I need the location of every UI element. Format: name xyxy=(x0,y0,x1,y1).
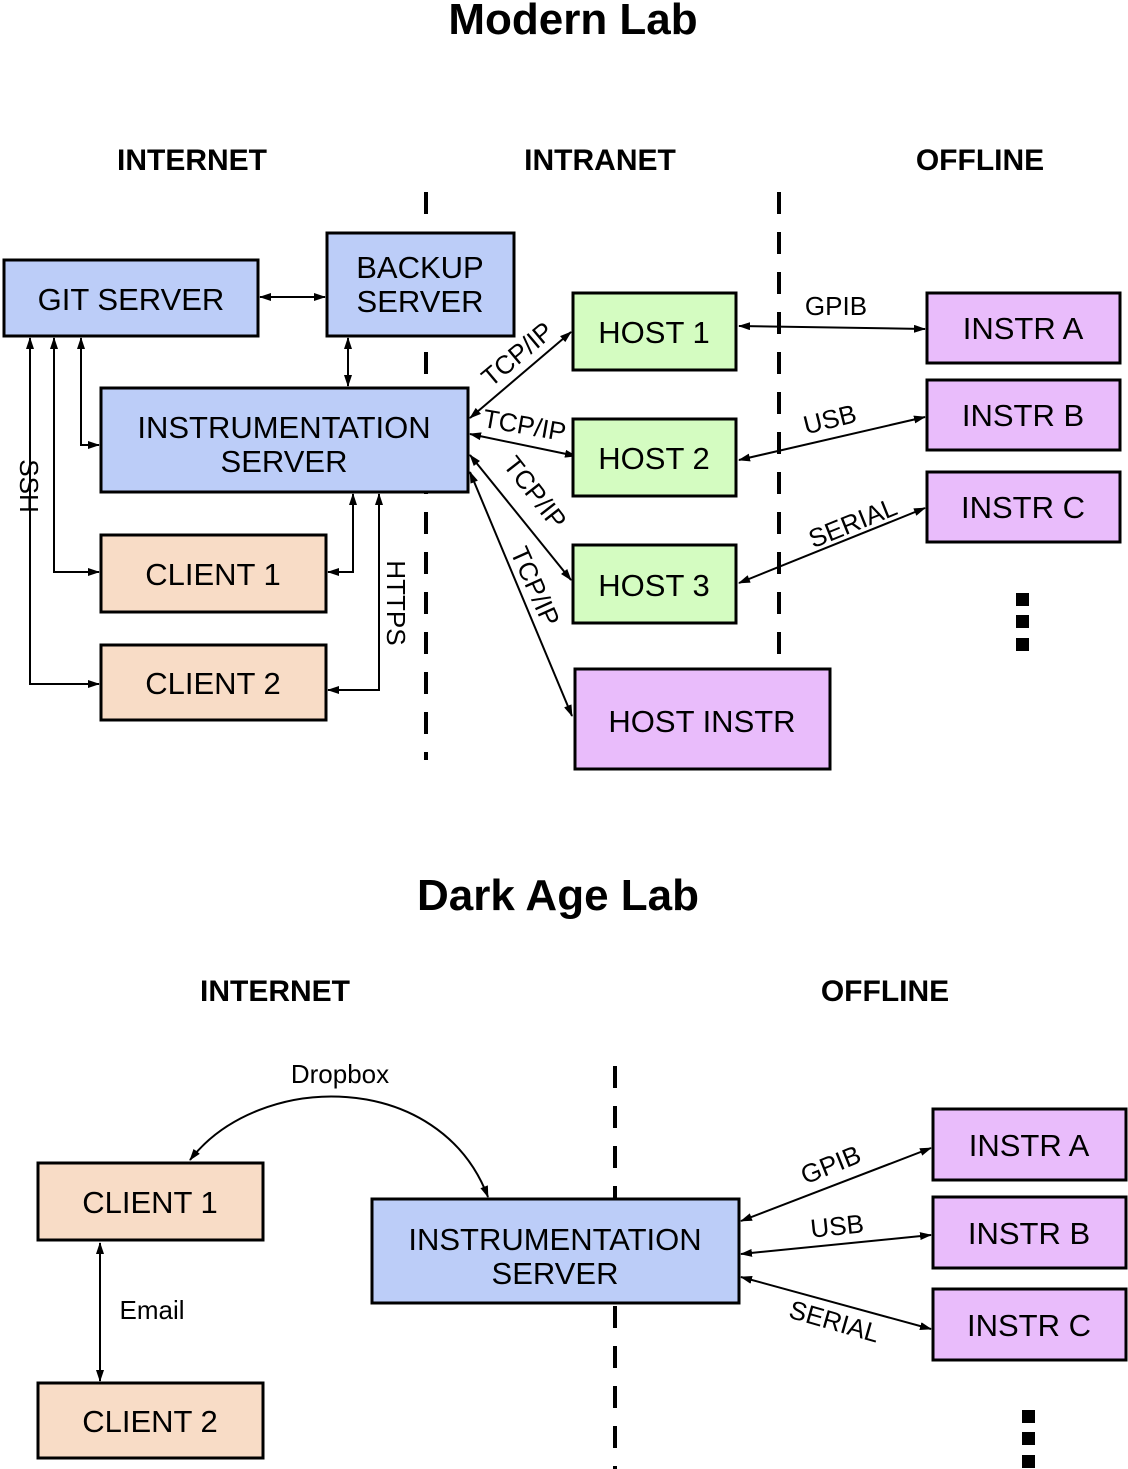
modern-node-backup-server: BACKUP SERVER xyxy=(325,231,516,338)
modern-edge-instr-host1 xyxy=(469,331,572,419)
svg-text:INSTRUMENTATION: INSTRUMENTATION xyxy=(408,1222,701,1257)
modern-node-client1: CLIENT 1 xyxy=(99,533,328,614)
dark-node-instr-b: INSTR B xyxy=(931,1195,1128,1270)
dark-title: Dark Age Lab xyxy=(417,871,699,920)
dark-more-ellipsis-icon xyxy=(1022,1410,1035,1468)
dark-zone-internet: INTERNET xyxy=(200,975,350,1008)
dark-edge-gpib xyxy=(740,1147,932,1222)
modern-edge-instr-hostinstr xyxy=(469,471,573,717)
dark-edge-serial xyxy=(740,1276,932,1330)
dark-label-dropbox: Dropbox xyxy=(291,1059,389,1089)
svg-text:SERVER: SERVER xyxy=(357,284,484,319)
modern-label-tcp4: TCP/IP xyxy=(504,542,565,631)
modern-node-instr-a: INSTR A xyxy=(925,291,1122,365)
dark-label-email: Email xyxy=(119,1295,184,1325)
dark-zone-offline: OFFLINE xyxy=(821,975,949,1008)
modern-edge-git-instr xyxy=(77,337,100,449)
svg-text:HOST INSTR: HOST INSTR xyxy=(608,704,795,739)
modern-node-host2: HOST 2 xyxy=(571,417,738,498)
modern-node-instr-b: INSTR B xyxy=(925,378,1122,452)
dark-label-gpib: GPIB xyxy=(796,1139,865,1190)
svg-text:HOST 1: HOST 1 xyxy=(598,315,709,350)
modern-label-ssh: SSH xyxy=(14,459,44,512)
modern-zone-intranet: INTRANET xyxy=(524,144,676,177)
svg-text:CLIENT 1: CLIENT 1 xyxy=(82,1185,218,1220)
modern-node-git-server: GIT SERVER xyxy=(2,258,260,338)
modern-label-tcp2: TCP/IP xyxy=(481,403,569,447)
dark-node-client2: CLIENT 2 xyxy=(36,1381,265,1460)
dark-label-usb: USB xyxy=(809,1208,865,1243)
modern-node-host1: HOST 1 xyxy=(571,291,738,372)
svg-text:INSTR B: INSTR B xyxy=(968,1216,1090,1251)
svg-text:INSTR C: INSTR C xyxy=(967,1308,1091,1343)
svg-text:HOST 3: HOST 3 xyxy=(598,568,709,603)
svg-text:INSTR A: INSTR A xyxy=(963,311,1084,346)
svg-text:SERVER: SERVER xyxy=(221,444,348,479)
dark-node-instr-c: INSTR C xyxy=(931,1287,1128,1362)
modern-label-serial: SERIAL xyxy=(804,491,901,553)
svg-text:HOST 2: HOST 2 xyxy=(598,441,709,476)
svg-text:INSTR C: INSTR C xyxy=(961,490,1085,525)
modern-label-https: HTTPS xyxy=(381,560,411,645)
modern-node-host-instr: HOST INSTR xyxy=(573,667,832,771)
svg-text:INSTR B: INSTR B xyxy=(962,398,1084,433)
dark-node-client1: CLIENT 1 xyxy=(36,1161,265,1242)
modern-label-tcp3: TCP/IP xyxy=(497,450,572,535)
dark-node-instr-a: INSTR A xyxy=(931,1107,1128,1182)
modern-zone-offline: OFFLINE xyxy=(916,144,1044,177)
modern-more-ellipsis-icon xyxy=(1016,593,1029,651)
modern-node-host3: HOST 3 xyxy=(571,543,738,625)
modern-node-client2: CLIENT 2 xyxy=(99,643,328,722)
svg-text:SERVER: SERVER xyxy=(492,1256,619,1291)
svg-text:CLIENT 2: CLIENT 2 xyxy=(82,1404,218,1439)
modern-label-gpib: GPIB xyxy=(805,291,867,321)
dark-node-instrumentation-server: INSTRUMENTATION SERVER xyxy=(370,1197,741,1305)
modern-node-instr-c: INSTR C xyxy=(925,470,1122,544)
svg-text:BACKUP: BACKUP xyxy=(356,250,483,285)
modern-zone-internet: INTERNET xyxy=(117,144,267,177)
svg-text:CLIENT 2: CLIENT 2 xyxy=(145,666,281,701)
svg-text:CLIENT 1: CLIENT 1 xyxy=(145,557,281,592)
modern-node-instrumentation-server: INSTRUMENTATION SERVER xyxy=(99,386,470,494)
modern-edge-host1-instra xyxy=(738,322,926,333)
modern-edge-instr-client1 xyxy=(327,493,357,576)
dark-edge-usb xyxy=(740,1232,932,1257)
svg-text:INSTR A: INSTR A xyxy=(969,1128,1090,1163)
modern-edge-host3-instrc xyxy=(738,507,926,584)
dark-edge-dropbox xyxy=(189,1095,489,1198)
svg-text:GIT SERVER: GIT SERVER xyxy=(38,282,225,317)
modern-title: Modern Lab xyxy=(448,0,697,44)
modern-edge-host2-instrb xyxy=(738,415,926,462)
svg-text:INSTRUMENTATION: INSTRUMENTATION xyxy=(137,410,430,445)
modern-edge-git-client1 xyxy=(50,337,100,576)
modern-edge-instr-client2 xyxy=(327,493,383,694)
modern-edge-git-client2 xyxy=(26,337,100,688)
modern-edge-instr-host2 xyxy=(469,432,577,458)
